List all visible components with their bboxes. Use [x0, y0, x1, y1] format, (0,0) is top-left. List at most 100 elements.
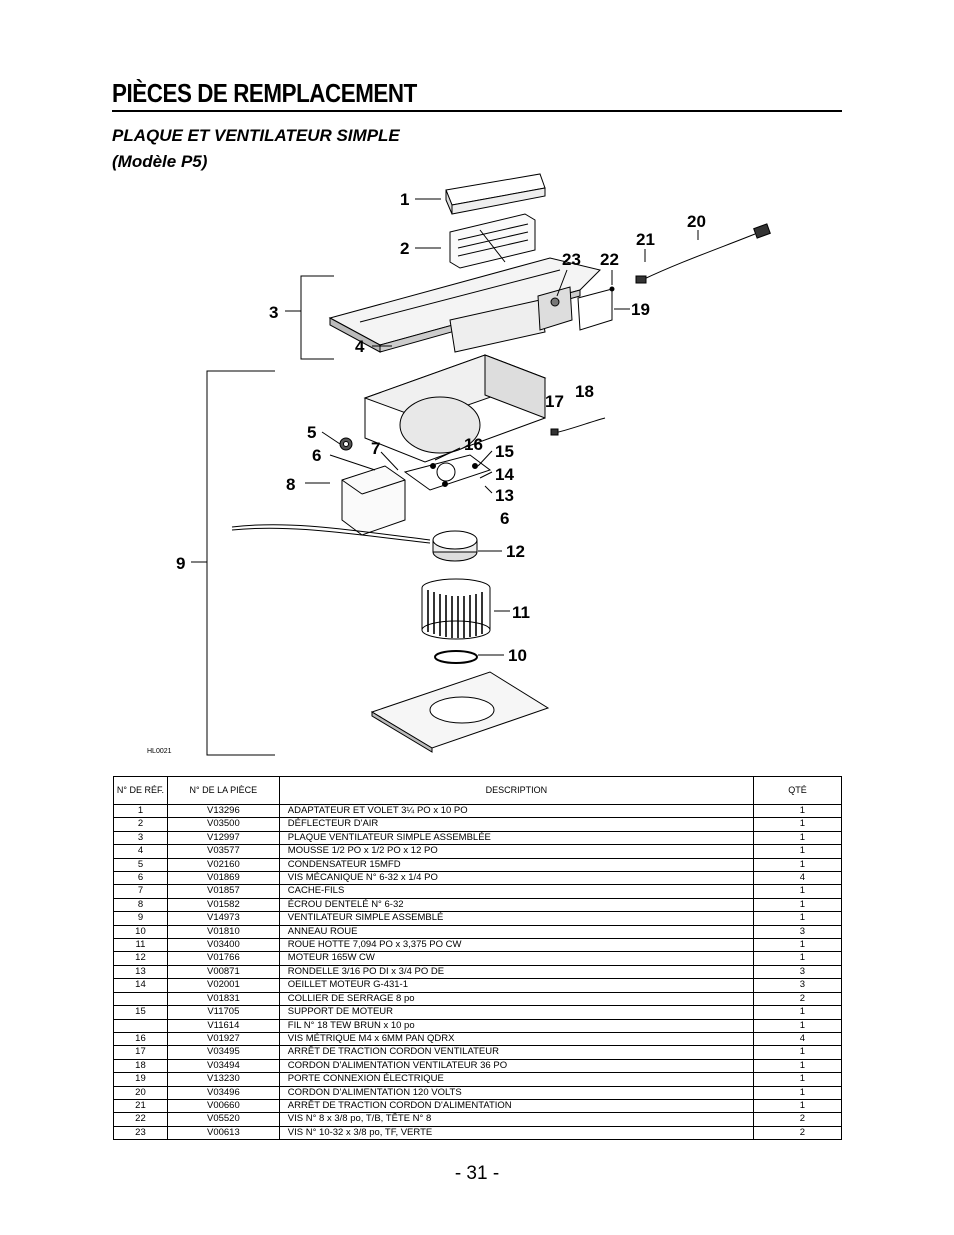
exploded-parts-diagram: 1 2 3 4 5 6 7 8 9 10 11 12 13 14 15 16 1… [147, 173, 771, 756]
cell-part-number: V12997 [166, 831, 280, 846]
cell-part-number: V01582 [166, 898, 280, 913]
cell-description: PORTE CONNEXION ÉLECTRIQUE [278, 1072, 755, 1087]
cell-part-number: V03500 [166, 817, 280, 832]
cell-part-number: V14973 [166, 911, 280, 926]
cell-ref: 22 [113, 1112, 168, 1127]
cell-part-number: V00613 [166, 1126, 280, 1141]
cell-ref: 23 [113, 1126, 168, 1141]
cell-ref: 10 [113, 925, 168, 940]
cell-description: CORDON D'ALIMENTATION VENTILATEUR 36 PO [278, 1059, 755, 1074]
cell-part-number: V03495 [166, 1045, 280, 1060]
part-wire-cover [341, 465, 406, 536]
motor-wires-2 [231, 527, 431, 544]
cell-qty: 2 [753, 1112, 842, 1127]
cell-ref: 6 [113, 871, 168, 886]
cell-qty: 1 [753, 1086, 842, 1100]
cell-part-number: V13296 [166, 804, 280, 819]
cell-description: VIS MÉTRIQUE M4 x 6MM PAN QDRX [278, 1032, 755, 1047]
cell-description: ÉCROU DENTELÉ N° 6-32 [278, 898, 755, 913]
cell-qty: 1 [753, 831, 842, 846]
cell-qty: 1 [753, 1072, 842, 1087]
cell-ref: 1 [113, 804, 168, 819]
cell-description: CORDON D'ALIMENTATION 120 VOLTS [278, 1086, 755, 1100]
cell-ref: 17 [113, 1045, 168, 1060]
callout-2: 2 [400, 239, 409, 258]
cell-qty: 1 [753, 804, 842, 819]
cell-part-number: V01831 [166, 992, 280, 1007]
callout-10: 10 [508, 646, 527, 665]
callout-11: 11 [512, 603, 530, 622]
table-header-row: N° DE RÉF. N° DE LA PIÈCE DESCRIPTION QT… [113, 776, 842, 805]
cell-description: FIL N° 18 TEW BRUN x 10 po [278, 1019, 755, 1033]
cell-qty: 1 [753, 858, 842, 873]
callout-9: 9 [176, 554, 185, 573]
cell-part-number: V11705 [166, 1005, 280, 1020]
cell-part-number: V03494 [166, 1059, 280, 1074]
cell-ref: 13 [113, 965, 168, 980]
callout-5: 5 [307, 423, 316, 442]
callout-7: 7 [371, 439, 380, 458]
cell-qty: 1 [753, 1059, 842, 1074]
part-adapter-damper [445, 173, 546, 215]
header-description: DESCRIPTION [278, 776, 755, 805]
callout-1: 1 [400, 190, 409, 209]
cell-qty: 1 [753, 898, 842, 913]
cell-ref: 7 [113, 884, 168, 899]
callout-6: 6 [312, 446, 321, 465]
cell-part-number: V11614 [166, 1019, 280, 1033]
page-number: - 31 - [454, 1163, 500, 1184]
model-label: (Modèle P5) [112, 152, 208, 171]
cell-ref: 16 [113, 1032, 168, 1047]
cell-description: SUPPORT DE MOTEUR [278, 1005, 755, 1020]
cell-qty: 1 [753, 844, 842, 859]
cell-description: DÉFLECTEUR D'AIR [278, 817, 755, 832]
cell-ref: 4 [113, 844, 168, 859]
motor-wires [231, 524, 431, 541]
callout-13: 13 [495, 486, 514, 505]
cell-ref: 9 [113, 911, 168, 926]
cell-ref: 19 [113, 1072, 168, 1087]
callout-19: 19 [631, 300, 650, 319]
callout-6b: 6 [500, 509, 509, 528]
cell-description: ARRÊT DE TRACTION CORDON D'ALIMENTATION [278, 1099, 755, 1114]
header-ref: N° DE RÉF. [113, 776, 168, 805]
cell-part-number: V01766 [166, 951, 280, 966]
parts-table: N° DE RÉF. N° DE LA PIÈCE DESCRIPTION QT… [113, 776, 842, 1141]
cell-ref: 3 [113, 831, 168, 846]
cell-part-number: V02160 [166, 858, 280, 873]
cell-ref: 12 [113, 951, 168, 966]
cell-ref: 20 [113, 1086, 168, 1100]
cell-ref: 18 [113, 1059, 168, 1074]
cell-part-number: V00660 [166, 1099, 280, 1114]
part-motor [432, 530, 478, 562]
cell-qty: 3 [753, 978, 842, 993]
callout-8: 8 [286, 475, 295, 494]
cell-description: VIS MÉCANIQUE N° 6-32 x 1/4 PO [278, 871, 755, 886]
cell-qty: 1 [753, 1019, 842, 1033]
cell-qty: 1 [753, 1099, 842, 1114]
cell-ref: 2 [113, 817, 168, 832]
cell-description: PLAQUE VENTILATEUR SIMPLE ASSEMBLÉE [278, 831, 755, 846]
part-fan-housing [363, 354, 547, 463]
callout-20: 20 [687, 212, 706, 231]
cell-description: CONDENSATEUR 15MFD [278, 858, 755, 873]
callout-12: 12 [506, 542, 525, 561]
cell-ref: 21 [113, 1099, 168, 1114]
cell-description: OEILLET MOTEUR G-431-1 [278, 978, 755, 993]
